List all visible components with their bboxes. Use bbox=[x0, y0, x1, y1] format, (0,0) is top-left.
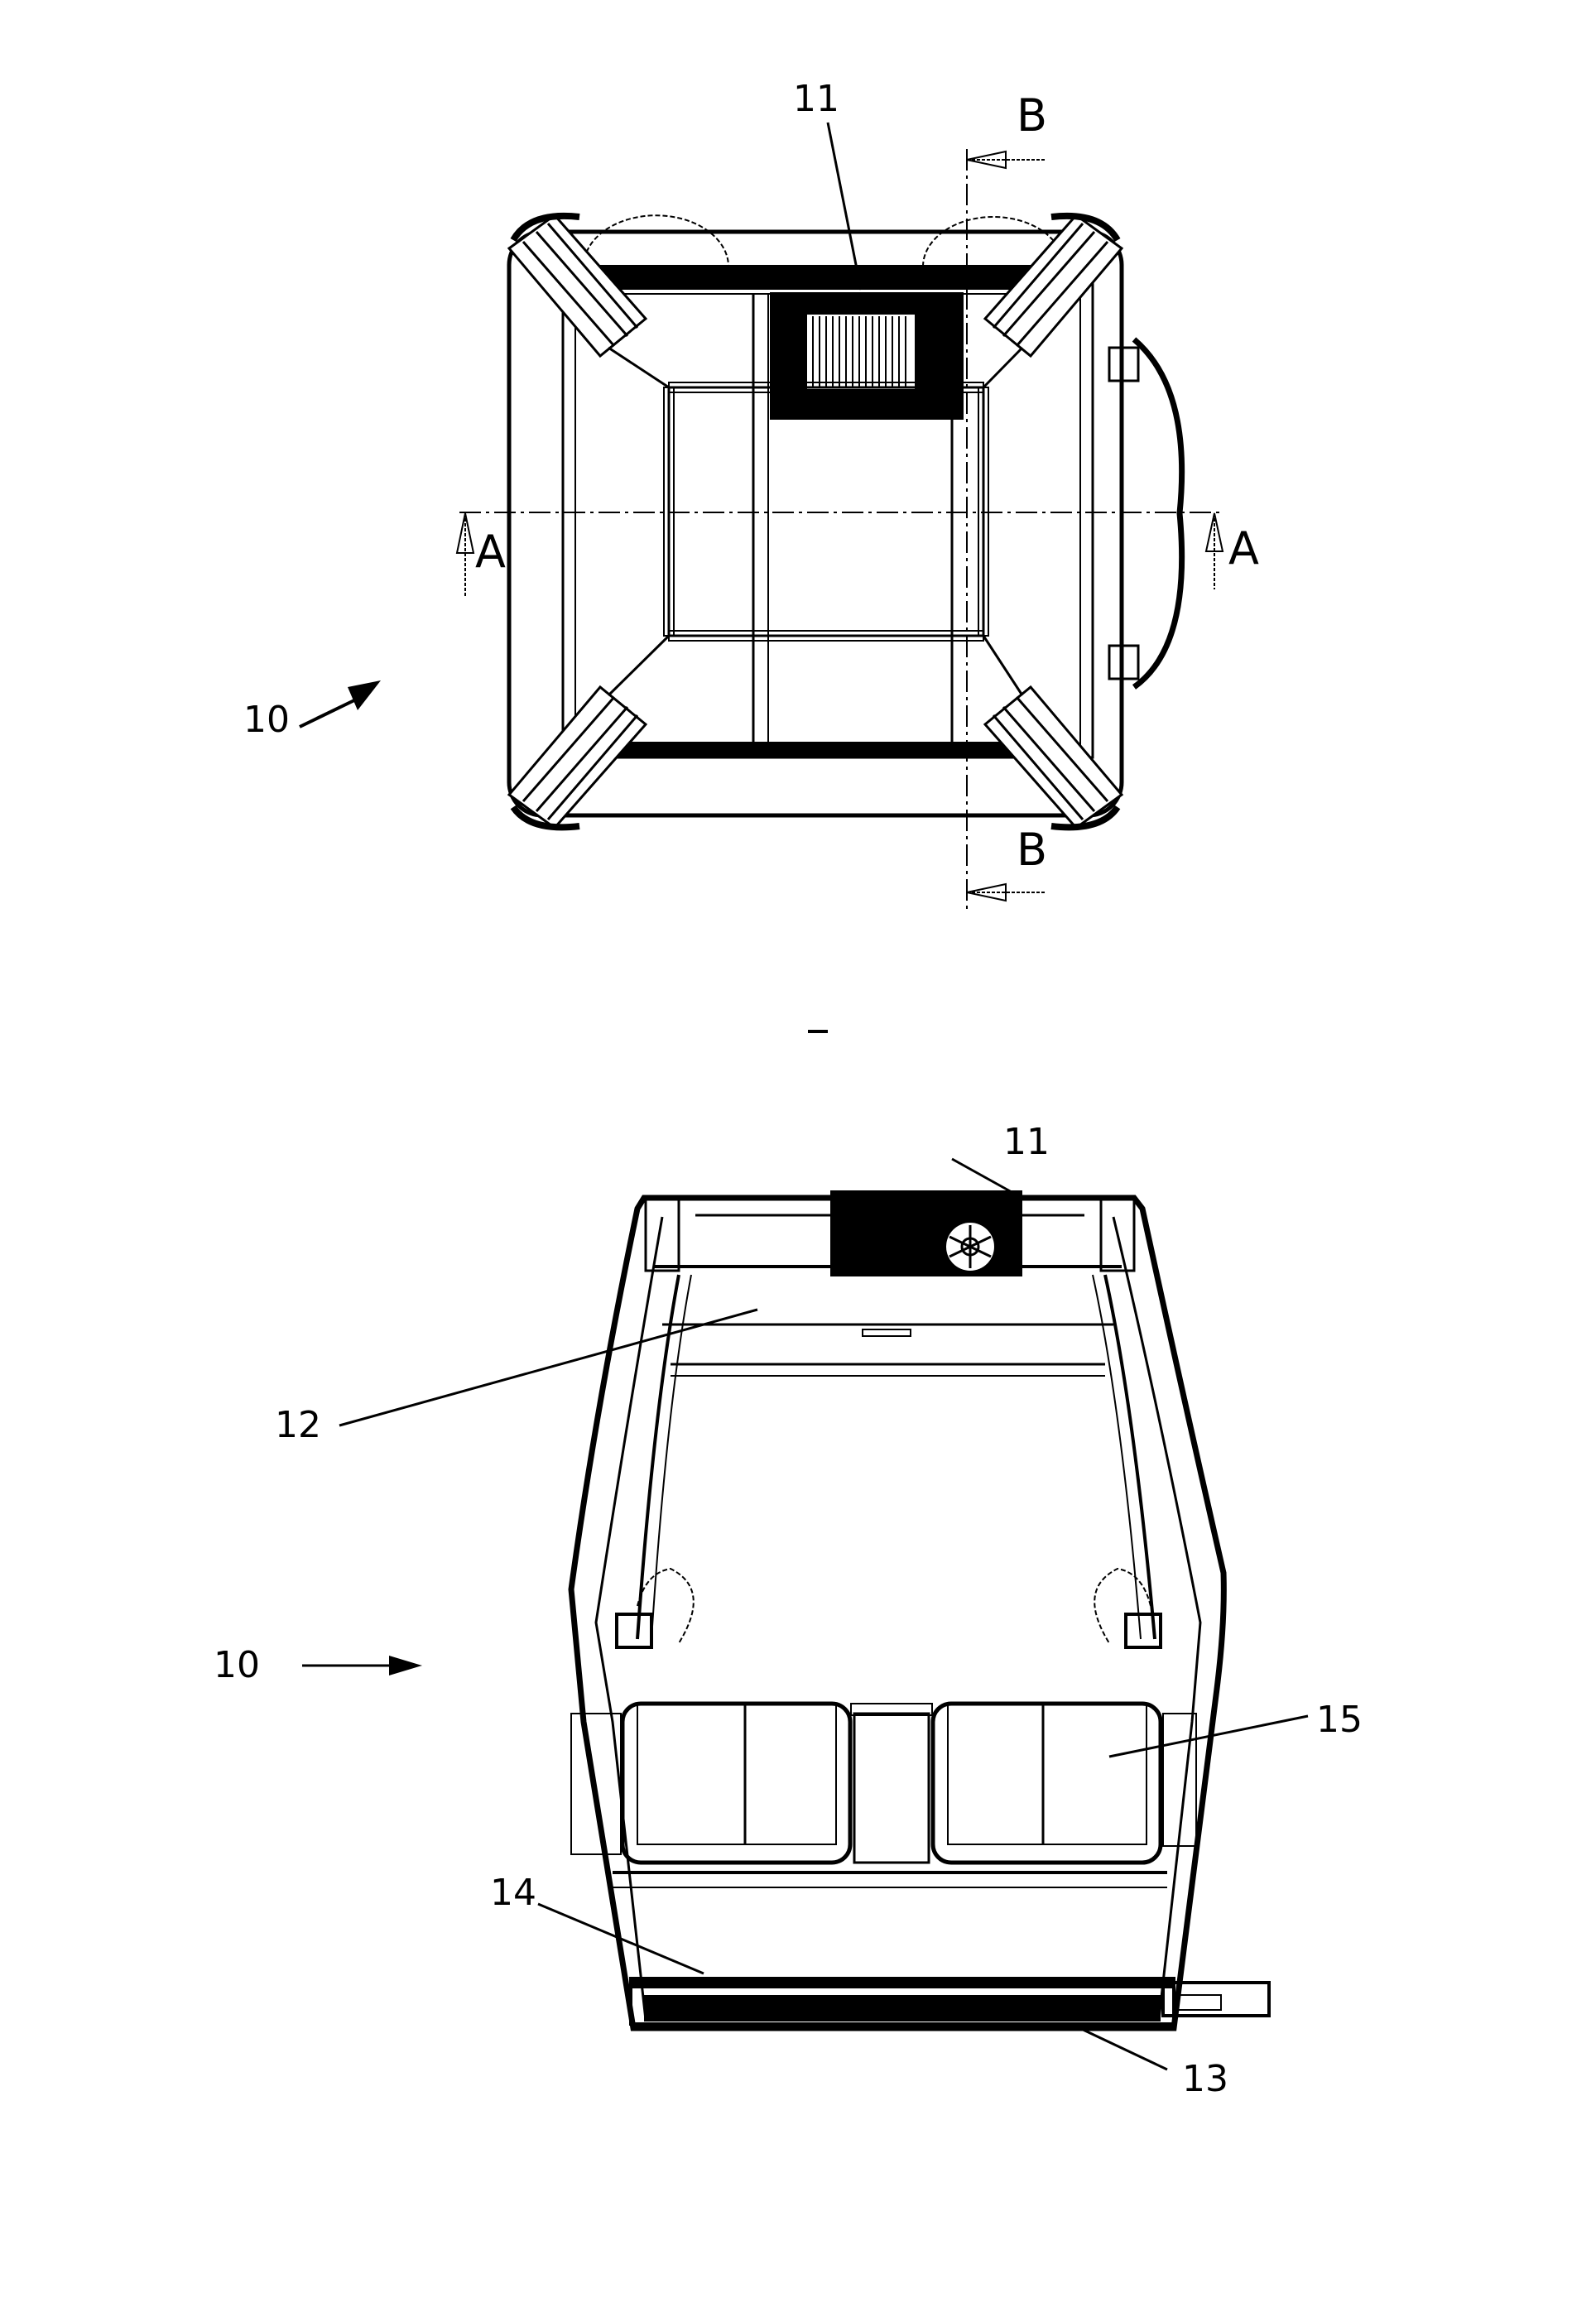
top-ref-10: 10 bbox=[243, 699, 290, 741]
section-ref-10: 10 bbox=[214, 1644, 260, 1686]
top-section-b-upper: B bbox=[1017, 89, 1048, 142]
top-section-b-lower: B bbox=[1017, 824, 1048, 876]
top-ref-11: 11 bbox=[793, 78, 839, 120]
section-view-figure bbox=[302, 1157, 1309, 2071]
top-section-a-left: A bbox=[475, 526, 506, 578]
section-ref-13: 13 bbox=[1182, 2058, 1228, 2100]
section-ref-14: 14 bbox=[490, 1872, 536, 1914]
section-ref-12: 12 bbox=[275, 1404, 321, 1446]
separator-mark bbox=[808, 1030, 828, 1033]
section-ref-11: 11 bbox=[1003, 1121, 1050, 1163]
top-view-figure bbox=[299, 122, 1224, 911]
top-section-a-right: A bbox=[1228, 522, 1259, 574]
section-ref-15: 15 bbox=[1316, 1699, 1363, 1741]
